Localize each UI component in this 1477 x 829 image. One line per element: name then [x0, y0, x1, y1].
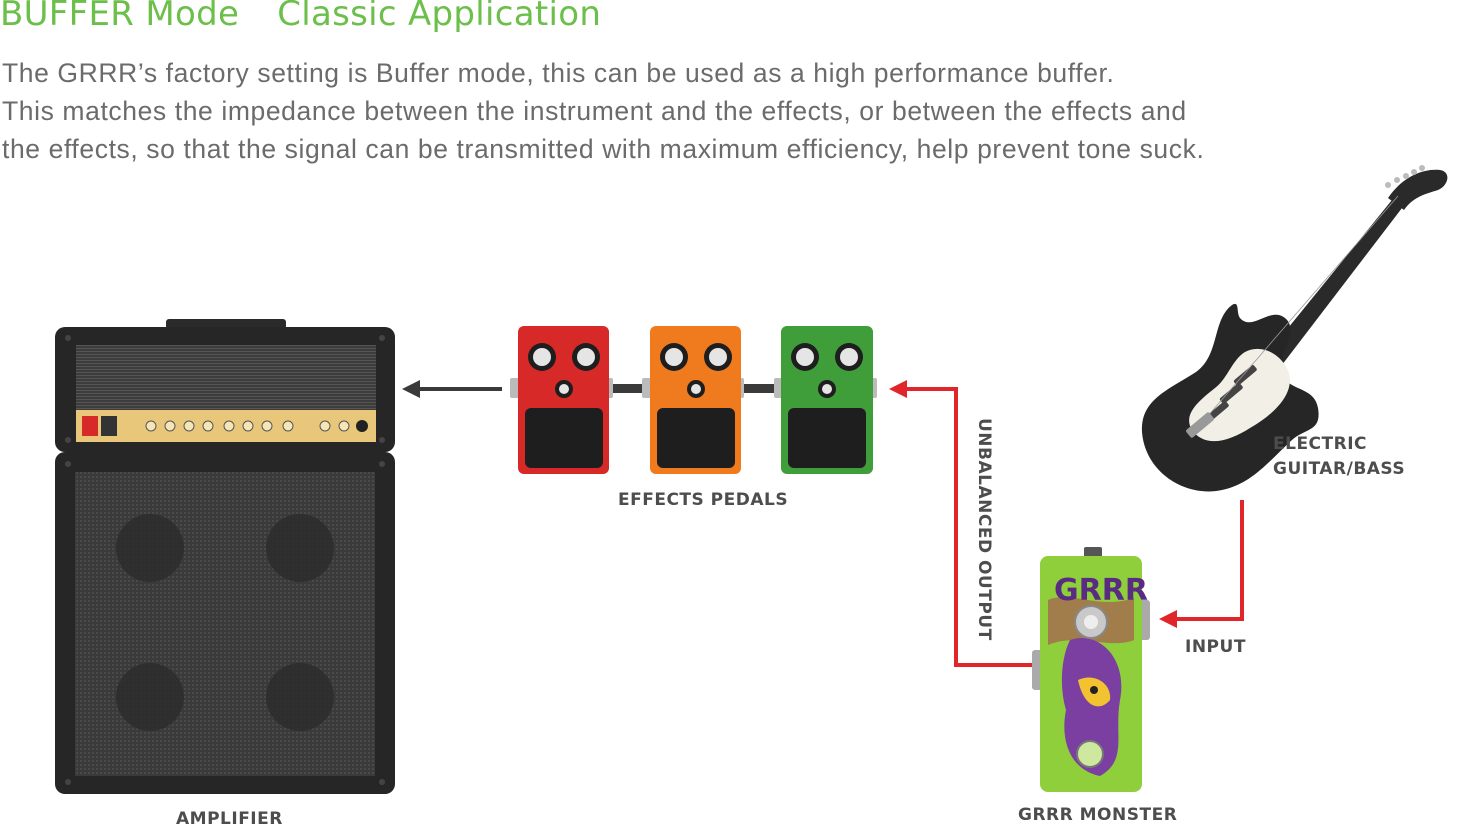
label-unbalanced-output: UNBALANCED OUTPUT — [974, 418, 994, 641]
label-electric-guitar: ELECTRIC GUITAR/BASS — [1273, 432, 1405, 482]
label-guitar-line-2: GUITAR/BASS — [1273, 459, 1406, 479]
amp-stack-icon — [55, 319, 395, 794]
grrr-pedal-icon: GRRR — [1032, 547, 1150, 792]
description-line-2: This matches the impedance between the i… — [2, 96, 1187, 126]
input-cable — [1159, 500, 1244, 628]
description-line-1: The GRRR’s factory setting is Buffer mod… — [2, 58, 1115, 88]
label-effects-pedals: EFFECTS PEDALS — [618, 490, 789, 510]
label-input: INPUT — [1185, 637, 1246, 657]
title-mode: BUFFER Mode — [0, 0, 240, 34]
stompbox-icon — [774, 326, 877, 474]
arrow-to-amplifier — [402, 380, 502, 398]
label-guitar-line-1: ELECTRIC — [1273, 434, 1368, 454]
electric-guitar-icon — [1141, 165, 1448, 492]
stompbox-icon — [642, 326, 744, 474]
stompbox-icon — [510, 326, 613, 474]
label-grrr-monster: GRRR MONSTER — [1018, 805, 1178, 825]
description: The GRRR’s factory setting is Buffer mod… — [2, 54, 1422, 168]
label-amplifier: AMPLIFIER — [176, 809, 283, 829]
grrr-logo-text: GRRR — [1054, 573, 1148, 608]
unbalanced-output-cable — [889, 380, 1032, 667]
title-application: Classic Application — [277, 0, 602, 34]
page-title: BUFFER Mode Classic Application — [0, 0, 601, 34]
description-line-3: the effects, so that the signal can be t… — [2, 134, 1205, 164]
